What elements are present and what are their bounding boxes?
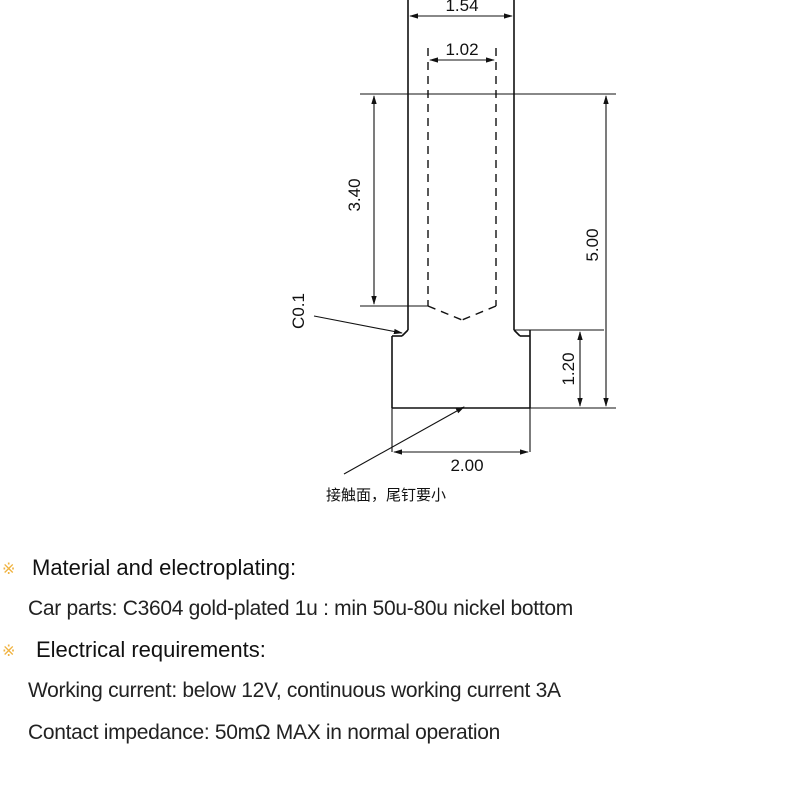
electrical-heading: Electrical requirements: [36, 637, 266, 662]
svg-text:C0.1: C0.1 [289, 293, 308, 329]
dim-outer-width: 1.54 [409, 0, 513, 19]
dim-head-height: 1.20 [559, 331, 583, 407]
electrical-line-current: Working current: below 12V, continuous w… [28, 679, 561, 702]
svg-text:1.02: 1.02 [445, 40, 478, 59]
reference-mark-icon: ※ [2, 640, 16, 660]
technical-drawing: 1.54 1.02 3.40 5.00 1.20 2.00 C0.1 接触面，尾… [289, 0, 616, 504]
svg-text:2.00: 2.00 [450, 456, 483, 475]
electrical-heading-row: ※ Electrical requirements: [0, 630, 800, 670]
svg-text:接触面，尾钉要小: 接触面，尾钉要小 [326, 486, 446, 504]
dim-inner-width: 1.02 [429, 40, 495, 63]
dim-total-height: 5.00 [583, 95, 609, 407]
svg-text:1.20: 1.20 [559, 352, 578, 385]
dim-head-width: 2.00 [393, 449, 529, 475]
electrical-line-impedance: Contact impedance: 50mΩ MAX in normal op… [28, 721, 501, 744]
hidden-bore [427, 48, 497, 321]
dim-bore-depth: 3.40 [345, 95, 377, 305]
svg-text:5.00: 5.00 [583, 228, 602, 261]
material-line: Car parts: C3604 gold-plated 1u : min 50… [28, 597, 573, 620]
part-outline [391, 0, 531, 409]
reference-mark-icon: ※ [2, 558, 16, 578]
material-heading-row: ※ Material and electroplating: [0, 548, 800, 588]
spec-section: ※ Material and electroplating: Car parts… [0, 548, 800, 754]
extension-lines [360, 93, 616, 452]
material-heading: Material and electroplating: [32, 555, 297, 580]
dim-chamfer: C0.1 [289, 293, 403, 335]
svg-text:3.40: 3.40 [345, 178, 364, 211]
contact-surface-note: 接触面，尾钉要小 [326, 406, 465, 504]
svg-text:1.54: 1.54 [445, 0, 478, 15]
